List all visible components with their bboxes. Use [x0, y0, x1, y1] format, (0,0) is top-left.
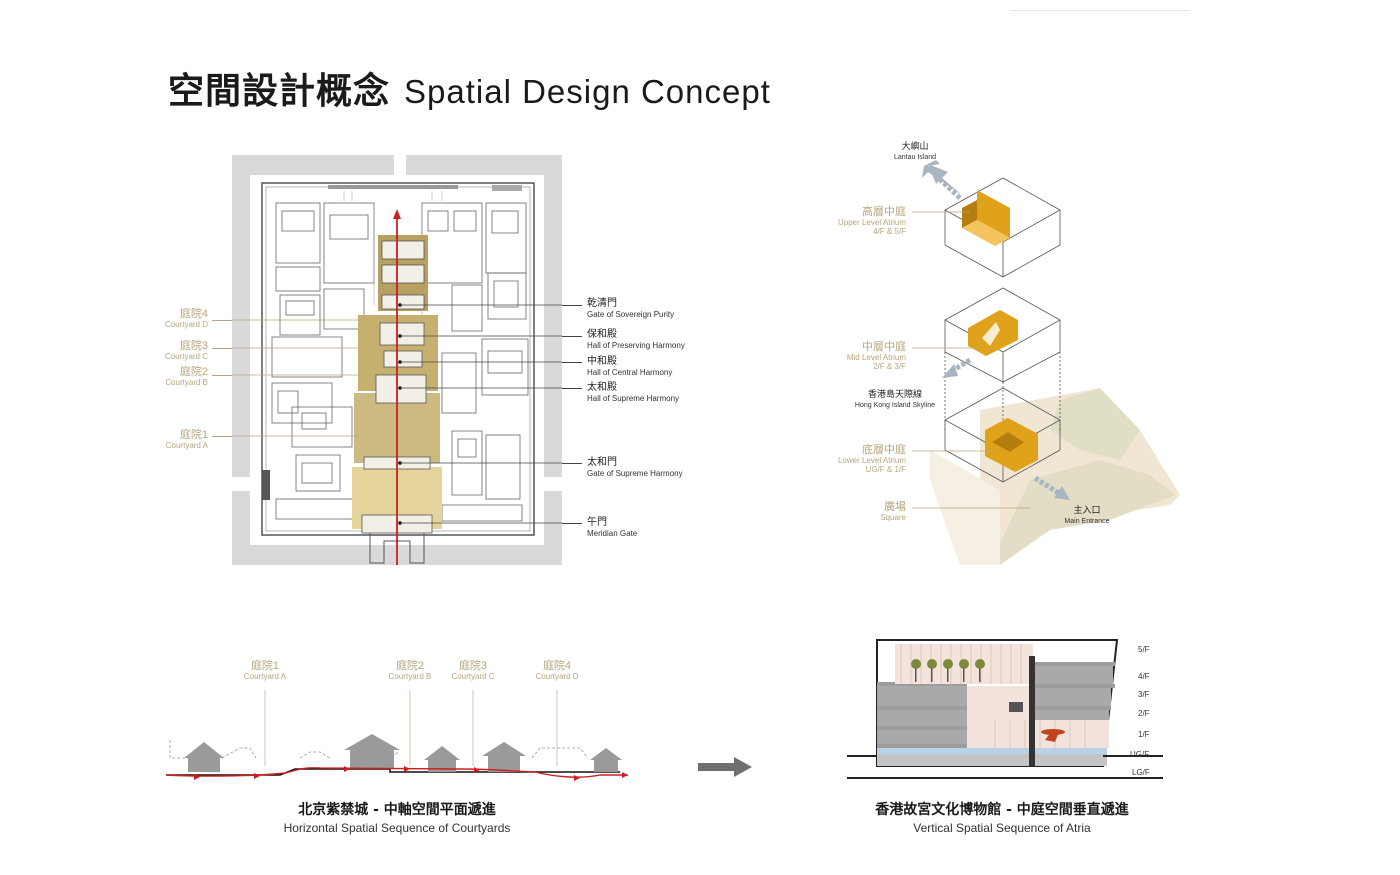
entrance-zh: 主入口	[1073, 506, 1101, 516]
hall-en: Hall of Central Harmony	[587, 368, 673, 377]
atrium-en: Lower Level Atrium	[837, 456, 906, 465]
hall-en: Gate of Sovereign Purity	[587, 310, 675, 319]
floor-label: 4/F	[1138, 672, 1150, 681]
courtyard-zh: 庭院1	[179, 429, 208, 441]
plan-courtyard-label: 庭院2 Courtyard B	[140, 366, 208, 387]
hall-label: 太和殿 Hall of Supreme Harmony	[587, 382, 717, 403]
atrium-zh: 底層中庭	[862, 444, 906, 456]
section-courtyard-label: 庭院1 Courtyard A	[230, 660, 300, 681]
square-en: Square	[880, 513, 906, 522]
atrium-floors: 2/F & 3/F	[873, 362, 906, 371]
lantau-en: Lantau Island	[893, 154, 937, 161]
entrance-label: 主入口 Main Entrance	[1052, 505, 1122, 526]
section-courtyard-label: 庭院3 Courtyard C	[438, 660, 508, 681]
upper-atrium-label: 高層中庭 Upper Level Atrium 4/F & 5/F	[800, 206, 906, 236]
courtyard-en: Courtyard C	[164, 352, 208, 361]
hall-en: Meridian Gate	[587, 529, 638, 538]
floor-label: 3/F	[1138, 690, 1150, 699]
atrium-floors: 4/F & 5/F	[873, 227, 906, 236]
hall-en: Hall of Preserving Harmony	[587, 341, 685, 350]
hall-zh: 午門	[587, 517, 607, 528]
leader-ext	[212, 348, 232, 349]
lantau-label: 大嶼山 Lantau Island	[870, 141, 960, 162]
floor-label: LG/F	[1132, 768, 1150, 777]
courtyard-en: Courtyard B	[388, 672, 432, 681]
hall-label: 太和門 Gate of Supreme Harmony	[587, 457, 717, 478]
courtyard-zh: 庭院1	[250, 660, 280, 672]
atrium-zh: 中層中庭	[862, 341, 906, 353]
plan-courtyard-label: 庭院1 Courtyard A	[140, 429, 208, 450]
atrium-zh: 高層中庭	[862, 206, 906, 218]
courtyard-en: Courtyard B	[165, 378, 208, 387]
leader-ext	[562, 523, 582, 524]
courtyard-en: Courtyard D	[535, 672, 579, 681]
page-title: 空間設計概念 Spatial Design Concept	[168, 62, 771, 114]
atrium-en: Upper Level Atrium	[837, 218, 906, 227]
courtyard-zh: 庭院2	[395, 660, 425, 672]
leader-ext	[562, 463, 582, 464]
hall-label: 午門 Meridian Gate	[587, 517, 717, 538]
skyline-en: Hong Kong Island Skyline	[854, 402, 936, 409]
leader-ext	[562, 305, 582, 306]
section-courtyard-label: 庭院4 Courtyard D	[522, 660, 592, 681]
lantau-zh: 大嶼山	[901, 142, 929, 152]
leader-ext	[562, 336, 582, 337]
horizontal-caption-zh: 北京紫禁城 - 中軸空間平面遞進	[298, 802, 496, 818]
courtyard-en: Courtyard A	[165, 441, 208, 450]
hall-zh: 中和殿	[587, 356, 617, 367]
title-zh: 空間設計概念	[168, 71, 391, 112]
atrium-axonometric	[912, 160, 1180, 565]
section-courtyard-label: 庭院2 Courtyard B	[375, 660, 445, 681]
horizontal-section	[165, 690, 628, 781]
floor-label: 1/F	[1138, 730, 1150, 739]
hall-label: 中和殿 Hall of Central Harmony	[587, 356, 717, 377]
square-label: 廣場 Square	[800, 501, 906, 522]
courtyard-en: Courtyard C	[451, 672, 495, 681]
courtyard-en: Courtyard A	[243, 672, 287, 681]
hall-zh: 保和殿	[587, 329, 617, 340]
lower-atrium-label: 底層中庭 Lower Level Atrium UG/F & 1/F	[800, 444, 906, 474]
hall-zh: 乾清門	[587, 298, 617, 309]
skyline-label: 香港島天際線 Hong Kong Island Skyline	[840, 389, 950, 410]
entrance-en: Main Entrance	[1064, 518, 1110, 525]
vertical-caption-zh: 香港故宮文化博物館 - 中庭空間垂直遞進	[875, 802, 1129, 818]
leader-ext	[212, 375, 232, 376]
vertical-section	[847, 639, 1163, 779]
forbidden-city-plan	[232, 155, 562, 565]
title-en: Spatial Design Concept	[404, 73, 771, 110]
hall-label: 保和殿 Hall of Preserving Harmony	[587, 329, 717, 350]
right-arrow-icon	[698, 757, 752, 777]
hall-en: Hall of Supreme Harmony	[587, 394, 680, 403]
vertical-caption-en: Vertical Spatial Sequence of Atria	[913, 821, 1091, 835]
floor-label: 2/F	[1138, 709, 1150, 718]
top-rule	[1010, 10, 1190, 11]
leader-ext	[562, 388, 582, 389]
square-zh: 廣場	[884, 501, 906, 513]
atrium-en: Mid Level Atrium	[846, 353, 906, 362]
hall-zh: 太和殿	[587, 382, 617, 393]
mid-atrium-label: 中層中庭 Mid Level Atrium 2/F & 3/F	[800, 341, 906, 371]
leader-ext	[212, 320, 232, 321]
hall-zh: 太和門	[587, 457, 617, 468]
plan-courtyard-label: 庭院4 Courtyard D	[140, 308, 208, 329]
leader-ext	[562, 362, 582, 363]
leader-ext	[212, 436, 232, 437]
hall-label: 乾清門 Gate of Sovereign Purity	[587, 298, 717, 319]
floor-label: UG/F	[1130, 750, 1150, 759]
horizontal-caption-en: Horizontal Spatial Sequence of Courtyard…	[283, 821, 511, 835]
atrium-floors: UG/F & 1/F	[865, 465, 906, 474]
courtyard-zh: 庭院4	[179, 308, 208, 320]
courtyard-zh: 庭院4	[542, 660, 572, 672]
courtyard-zh: 庭院3	[458, 660, 488, 672]
plan-courtyard-label: 庭院3 Courtyard C	[140, 340, 208, 361]
hall-en: Gate of Supreme Harmony	[587, 469, 683, 478]
floor-label: 5/F	[1138, 645, 1150, 654]
courtyard-zh: 庭院2	[179, 366, 208, 378]
courtyard-zh: 庭院3	[179, 340, 208, 352]
courtyard-en: Courtyard D	[164, 320, 208, 329]
skyline-zh: 香港島天際線	[867, 390, 922, 400]
